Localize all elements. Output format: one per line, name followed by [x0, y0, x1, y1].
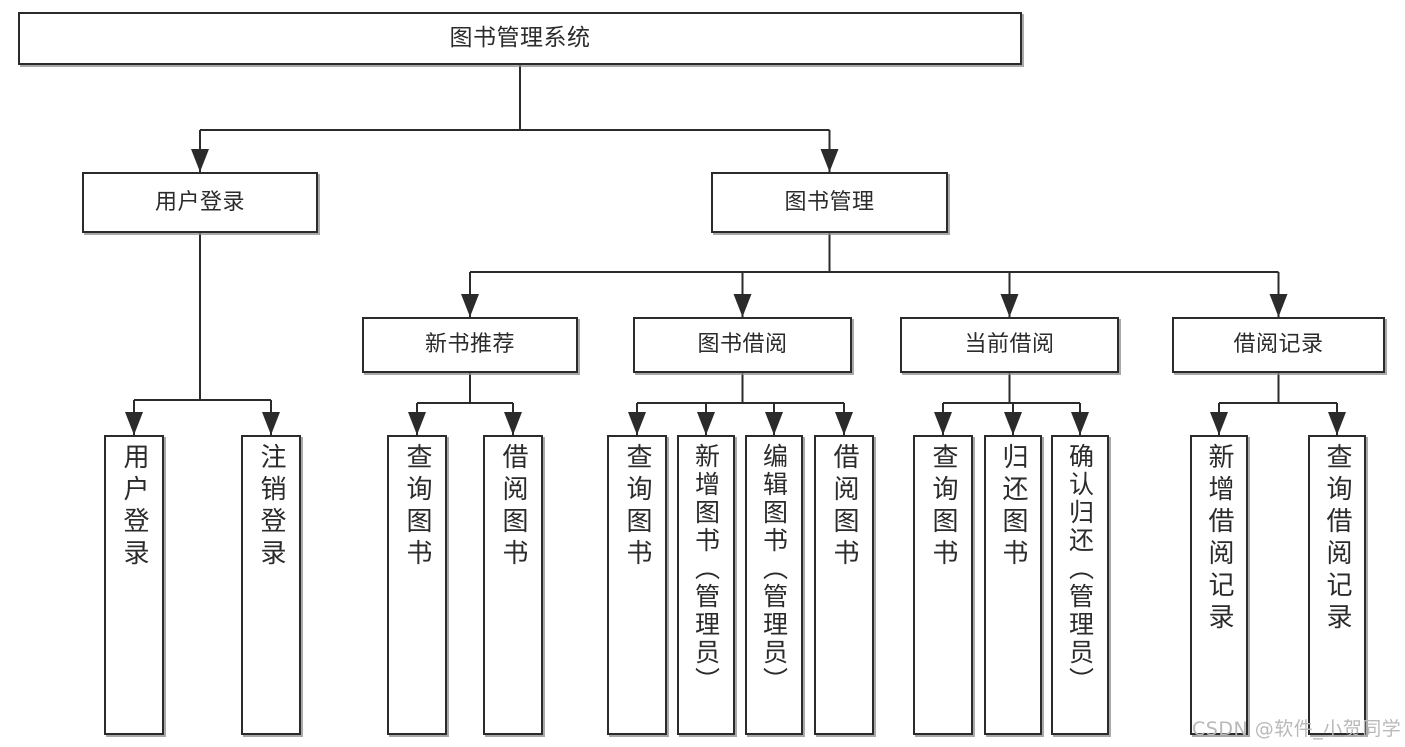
arrowhead-icon — [1328, 412, 1346, 435]
node-leaf-query-book-3[interactable]: 查询图书 — [913, 435, 973, 735]
node-book-borrow[interactable]: 图书借阅 — [633, 317, 852, 373]
node-current-borrow[interactable]: 当前借阅 — [900, 317, 1119, 373]
node-leaf-return-book[interactable]: 归还图书 — [984, 435, 1042, 735]
arrowhead-icon — [191, 149, 209, 172]
arrowhead-icon — [628, 412, 646, 435]
node-leaf-edit-book[interactable]: 编辑图书（管理员） — [745, 435, 803, 735]
node-label: 借阅记录 — [1233, 332, 1324, 358]
node-leaf-borrow-book-2[interactable]: 借阅图书 — [814, 435, 874, 735]
arrowhead-icon — [835, 412, 853, 435]
arrowhead-icon — [1000, 294, 1019, 317]
node-leaf-query-book-1[interactable]: 查询图书 — [387, 435, 447, 735]
node-leaf-query-book-2[interactable]: 查询图书 — [607, 435, 667, 735]
arrowhead-icon — [504, 412, 522, 435]
node-label: 图书管理系统 — [449, 24, 591, 51]
node-label: 查询借阅记录 — [1322, 443, 1352, 635]
node-label: 新增图书（管理员） — [691, 443, 721, 695]
node-label: 新增借阅记录 — [1204, 443, 1234, 635]
node-label: 借阅图书 — [498, 443, 528, 571]
arrowhead-icon — [1071, 412, 1089, 435]
arrowhead-icon — [765, 412, 783, 435]
node-leaf-query-record[interactable]: 查询借阅记录 — [1308, 435, 1366, 735]
node-leaf-borrow-book-1[interactable]: 借阅图书 — [483, 435, 543, 735]
node-label: 图书借阅 — [697, 332, 788, 358]
node-label: 当前借阅 — [964, 332, 1055, 358]
arrowhead-icon — [1004, 412, 1022, 435]
node-new-book-rec[interactable]: 新书推荐 — [362, 317, 578, 373]
arrowhead-icon — [408, 412, 426, 435]
node-borrow-record[interactable]: 借阅记录 — [1172, 317, 1385, 373]
node-root[interactable]: 图书管理系统 — [18, 12, 1022, 65]
arrowhead-icon — [1269, 294, 1288, 317]
node-label: 归还图书 — [998, 443, 1028, 571]
node-label: 注销登录 — [256, 443, 286, 571]
arrowhead-icon — [1210, 412, 1228, 435]
node-label: 新书推荐 — [424, 332, 515, 358]
node-leaf-confirm-return[interactable]: 确认归还（管理员） — [1051, 435, 1109, 735]
node-label: 查询图书 — [402, 443, 432, 571]
node-label: 编辑图书（管理员） — [759, 443, 789, 695]
arrowhead-icon — [125, 412, 143, 435]
node-leaf-add-book[interactable]: 新增图书（管理员） — [677, 435, 735, 735]
node-label: 用户登录 — [154, 189, 245, 215]
node-leaf-add-record[interactable]: 新增借阅记录 — [1190, 435, 1248, 735]
node-leaf-user-logout[interactable]: 注销登录 — [241, 435, 301, 735]
node-book-manage[interactable]: 图书管理 — [711, 172, 948, 233]
node-label: 查询图书 — [928, 443, 958, 571]
node-label: 图书管理 — [784, 189, 875, 215]
arrowhead-icon — [697, 412, 715, 435]
node-label: 确认归还（管理员） — [1065, 443, 1095, 695]
arrowhead-icon — [461, 294, 479, 317]
arrowhead-icon — [262, 412, 280, 435]
node-leaf-user-login[interactable]: 用户登录 — [104, 435, 164, 735]
arrowhead-icon — [934, 412, 952, 435]
arrowhead-icon — [820, 149, 839, 172]
node-label: 查询图书 — [622, 443, 652, 571]
node-user-login[interactable]: 用户登录 — [82, 172, 318, 233]
node-label: 借阅图书 — [829, 443, 859, 571]
arrowhead-icon — [733, 294, 752, 317]
node-label: 用户登录 — [119, 443, 149, 571]
